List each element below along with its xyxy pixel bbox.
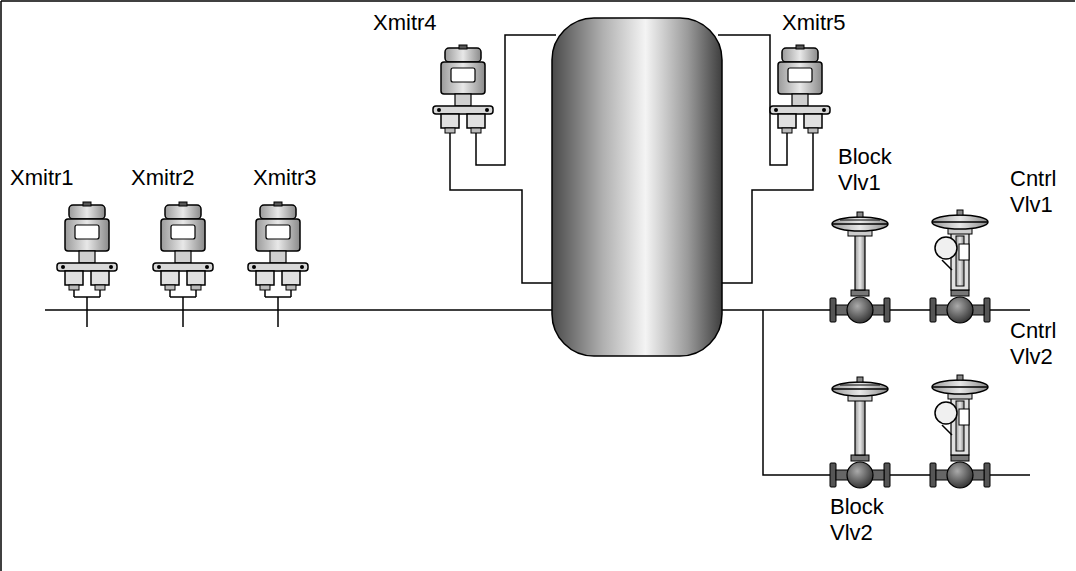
transmitter-label: Xmitr5	[782, 10, 882, 36]
valve-label: Cntrl Vlv1	[1010, 166, 1068, 218]
process-vessel	[552, 18, 722, 356]
frame-line	[0, 1, 2, 571]
transmitter-label: Xmitr4	[373, 10, 473, 36]
transmitter-label: Xmitr1	[10, 165, 110, 191]
process-tap	[74, 297, 291, 327]
transmitter-label: Xmitr3	[253, 165, 353, 191]
transmitter-label: Xmitr2	[131, 165, 231, 191]
frame-line	[1, 0, 1075, 2]
valve-label: Cntrl Vlv2	[1010, 318, 1068, 370]
valve-label: Block Vlv2	[830, 494, 892, 546]
valve-label: Block Vlv1	[838, 144, 900, 196]
